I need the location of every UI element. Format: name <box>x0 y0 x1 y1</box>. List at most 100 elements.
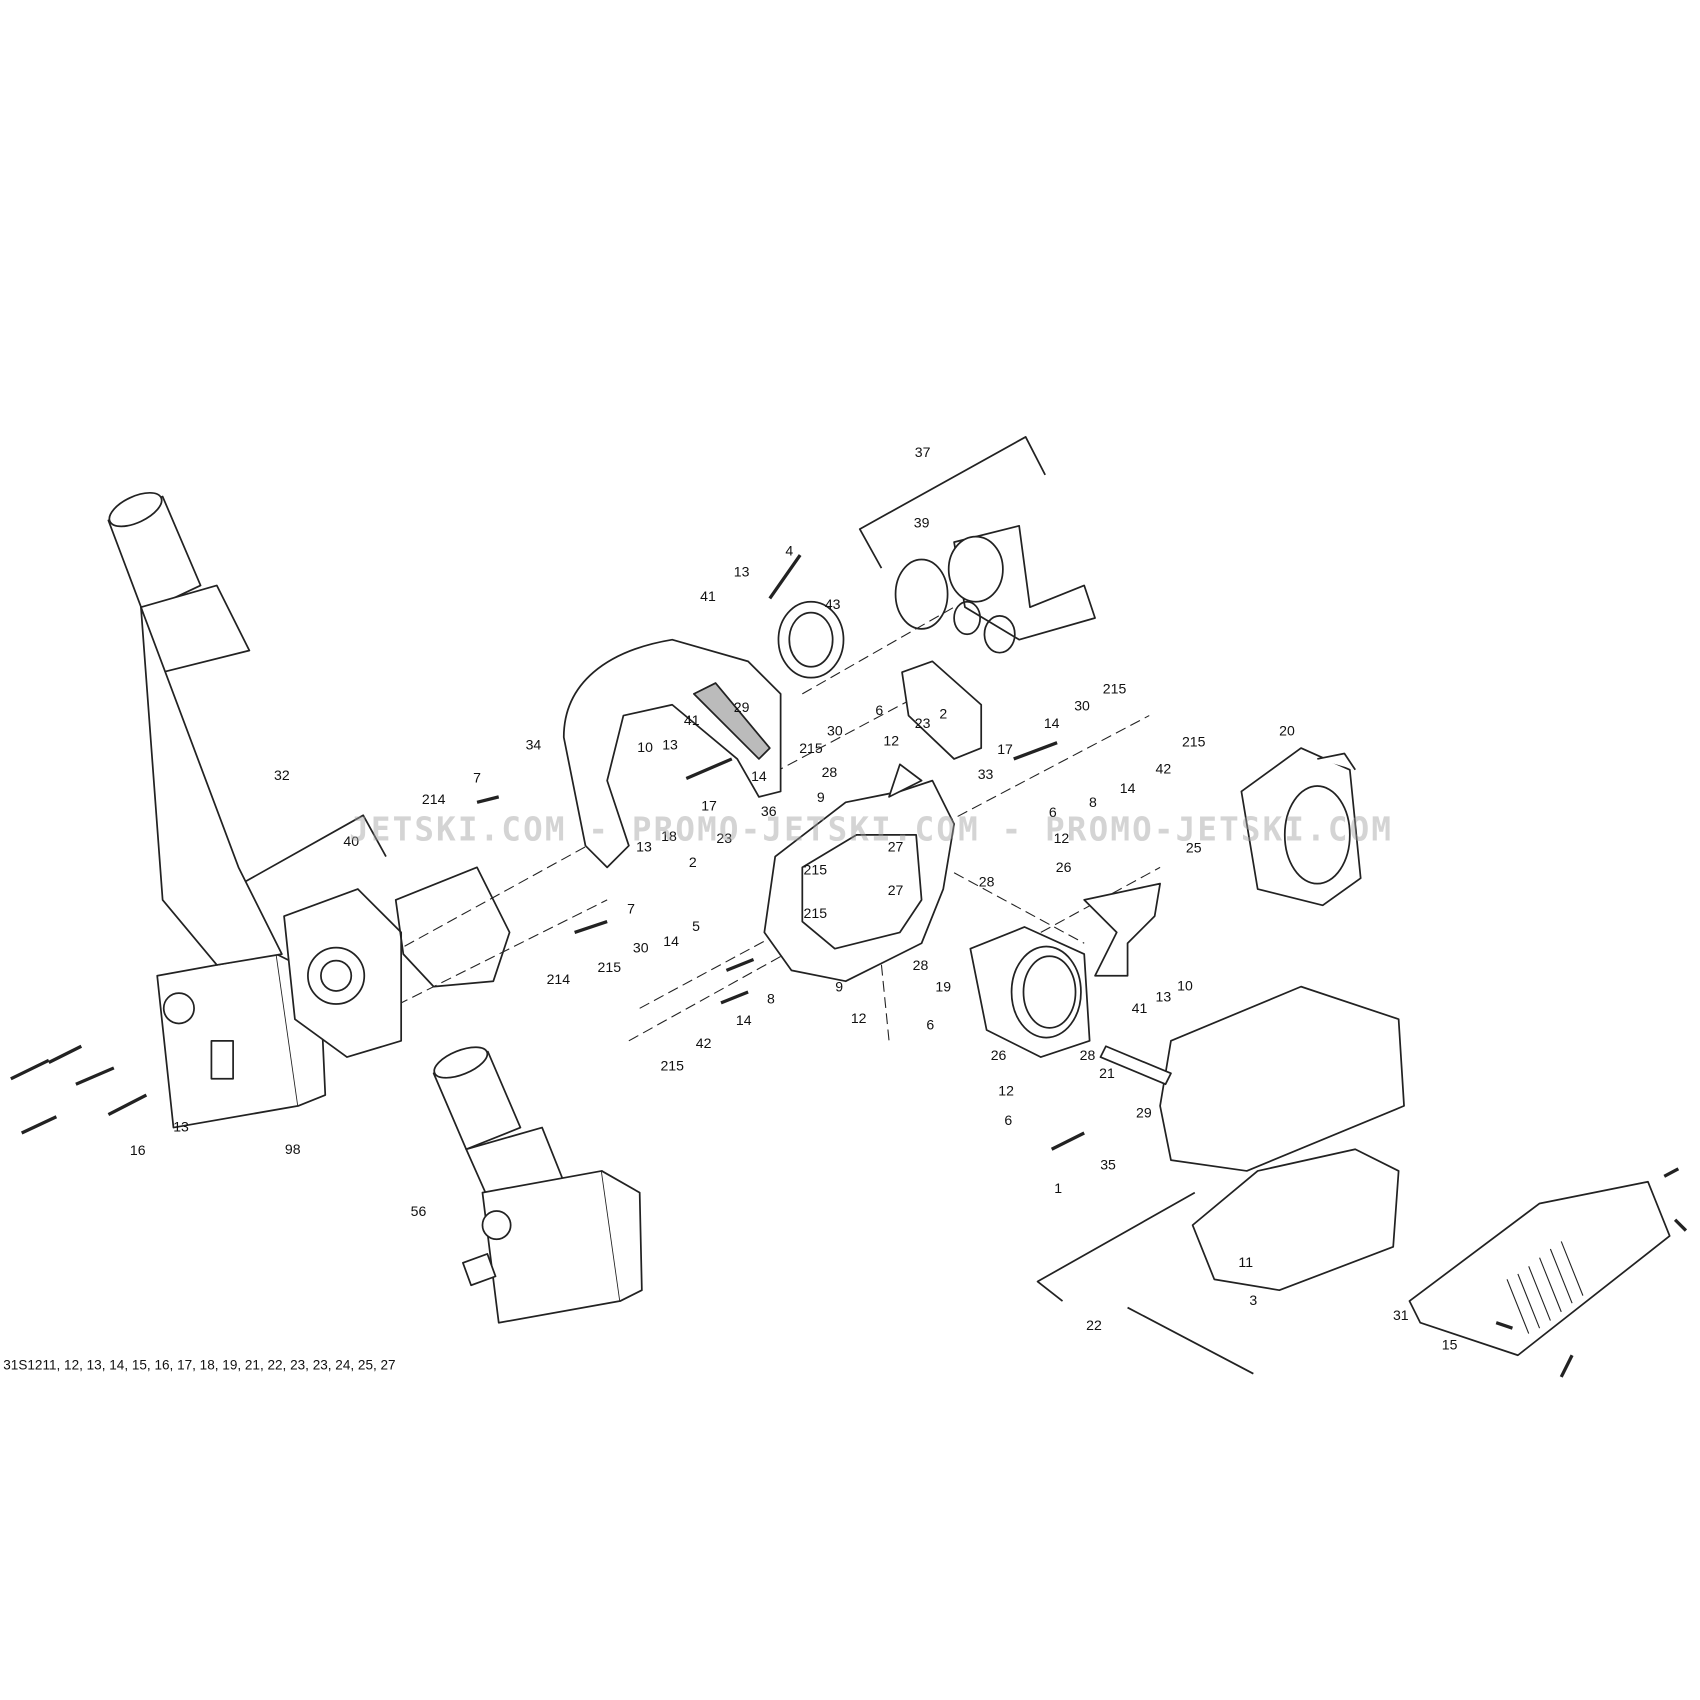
group-bracket-22-lower <box>1127 1306 1254 1375</box>
part-callout-23[interactable]: 23 <box>716 829 733 847</box>
part-callout-28[interactable]: 28 <box>821 763 838 781</box>
part-callout-28[interactable]: 28 <box>1079 1046 1096 1064</box>
part-callout-16[interactable]: 16 <box>129 1142 146 1159</box>
part-callout-11[interactable]: 11 <box>1238 1253 1254 1271</box>
part-callout-12[interactable]: 12 <box>850 1009 867 1027</box>
motor-56 <box>432 1046 643 1324</box>
part-callout-14[interactable]: 14 <box>1119 780 1136 797</box>
part-callout-10[interactable]: 10 <box>637 738 653 756</box>
part-callout-39[interactable]: 39 <box>913 514 930 531</box>
watermark: JETSKI.COM - PROMO-JETSKI.COM - PROMO-JE… <box>349 810 1394 849</box>
part-callout-41[interactable]: 41 <box>1131 1000 1148 1017</box>
part-callout-37[interactable]: 37 <box>914 443 931 461</box>
part-callout-41[interactable]: 41 <box>683 711 700 729</box>
part-callout-13[interactable]: 13 <box>636 838 652 855</box>
part-callout-30[interactable]: 30 <box>1074 697 1090 714</box>
part-callout-42[interactable]: 42 <box>695 1034 712 1052</box>
part-callout-215[interactable]: 215 <box>597 958 622 976</box>
part-callout-36[interactable]: 36 <box>760 802 777 820</box>
part-callout-26[interactable]: 26 <box>1055 859 1072 876</box>
support-25 <box>1083 882 1161 977</box>
part-callout-32[interactable]: 32 <box>274 767 290 784</box>
part-callout-1[interactable]: 1 <box>1054 1180 1063 1197</box>
part-callout-2[interactable]: 2 <box>939 705 948 722</box>
seal-ring-2 <box>983 614 1016 654</box>
part-callout-33[interactable]: 33 <box>977 765 994 783</box>
bracket-34 <box>562 638 782 869</box>
part-callout-17[interactable]: 17 <box>997 741 1013 758</box>
part-callout-18[interactable]: 18 <box>661 827 677 845</box>
part-callout-215[interactable]: 215 <box>799 739 823 757</box>
part-callout-214[interactable]: 214 <box>421 790 446 808</box>
part-callout-17[interactable]: 17 <box>701 797 717 814</box>
part-callout-23[interactable]: 23 <box>914 715 931 732</box>
part-callout-12[interactable]: 12 <box>998 1082 1014 1099</box>
part-callout-14[interactable]: 14 <box>1043 715 1060 732</box>
part-callout-31[interactable]: 31 <box>1392 1307 1409 1324</box>
part-callout-13[interactable]: 13 <box>173 1118 189 1135</box>
part-callout-7[interactable]: 7 <box>627 900 635 917</box>
part-callout-14[interactable]: 14 <box>751 768 767 785</box>
part-callout-19[interactable]: 19 <box>935 978 952 995</box>
part-callout-13[interactable]: 13 <box>733 563 750 580</box>
part-callout-6[interactable]: 6 <box>1048 803 1057 821</box>
part-callout-2[interactable]: 2 <box>688 853 697 871</box>
part-callout-10[interactable]: 10 <box>1177 977 1193 994</box>
part-callout-30[interactable]: 30 <box>826 722 843 739</box>
part-callout-215[interactable]: 215 <box>660 1057 684 1074</box>
bolts <box>10 554 1688 1378</box>
duct-19 <box>969 926 1091 1058</box>
part-callout-41[interactable]: 41 <box>700 588 716 605</box>
part-callout-3[interactable]: 3 <box>1249 1291 1258 1309</box>
part-callout-56[interactable]: 56 <box>410 1202 427 1220</box>
part-callout-215[interactable]: 215 <box>803 861 828 878</box>
part-callout-4[interactable]: 4 <box>785 542 794 559</box>
part-callout-21[interactable]: 21 <box>1099 1065 1115 1082</box>
part-callout-42[interactable]: 42 <box>1155 760 1172 777</box>
part-callout-20[interactable]: 20 <box>1279 722 1295 739</box>
part-callout-29[interactable]: 29 <box>733 698 750 716</box>
gasket-40 <box>394 866 511 988</box>
housing-22 <box>1099 985 1405 1292</box>
part-callout-34[interactable]: 34 <box>525 736 542 753</box>
part-callout-35[interactable]: 35 <box>1100 1156 1116 1173</box>
part-callout-28[interactable]: 28 <box>912 956 929 974</box>
part-callout-9[interactable]: 9 <box>835 978 844 995</box>
part-callout-12[interactable]: 12 <box>883 732 900 749</box>
part-callout-26[interactable]: 26 <box>990 1046 1007 1064</box>
part-callout-98[interactable]: 98 <box>284 1141 301 1158</box>
part-callout-6[interactable]: 6 <box>875 702 884 719</box>
part-callout-27[interactable]: 27 <box>887 838 904 855</box>
part-callout-7[interactable]: 7 <box>473 769 481 786</box>
part-callout-13[interactable]: 13 <box>1155 988 1172 1005</box>
part-callout-29[interactable]: 29 <box>1135 1104 1152 1121</box>
part-callout-15[interactable]: 15 <box>1441 1336 1458 1353</box>
part-callout-9[interactable]: 9 <box>816 788 825 806</box>
part-callout-6[interactable]: 6 <box>1004 1111 1013 1129</box>
part-callout-14[interactable]: 14 <box>735 1012 752 1029</box>
part-callout-8[interactable]: 8 <box>766 990 775 1007</box>
part-callout-6[interactable]: 6 <box>926 1016 935 1033</box>
part-callout-40[interactable]: 40 <box>343 833 360 850</box>
part-callout-215[interactable]: 215 <box>1181 733 1206 750</box>
part-callout-13[interactable]: 13 <box>662 736 678 753</box>
part-callout-8[interactable]: 8 <box>1088 794 1097 811</box>
frame-36 <box>763 763 955 983</box>
seal-ring <box>953 600 981 636</box>
part-callout-215[interactable]: 215 <box>1102 680 1127 697</box>
part-callout-30[interactable]: 30 <box>632 939 649 956</box>
part-callout-25[interactable]: 25 <box>1185 839 1202 856</box>
part-callout-12[interactable]: 12 <box>1053 829 1070 847</box>
part-callout-5[interactable]: 5 <box>692 917 700 935</box>
o-ring-39 <box>894 558 949 630</box>
part-callout-27[interactable]: 27 <box>887 881 904 899</box>
part-callout-22[interactable]: 22 <box>1086 1316 1102 1334</box>
part-callout-14[interactable]: 14 <box>663 932 679 950</box>
part-callout-43[interactable]: 43 <box>824 595 841 613</box>
part-callout-214[interactable]: 214 <box>546 970 571 988</box>
part-callout-28[interactable]: 28 <box>978 873 995 890</box>
plate-33 <box>901 660 983 760</box>
part-callout-215[interactable]: 215 <box>803 904 828 922</box>
